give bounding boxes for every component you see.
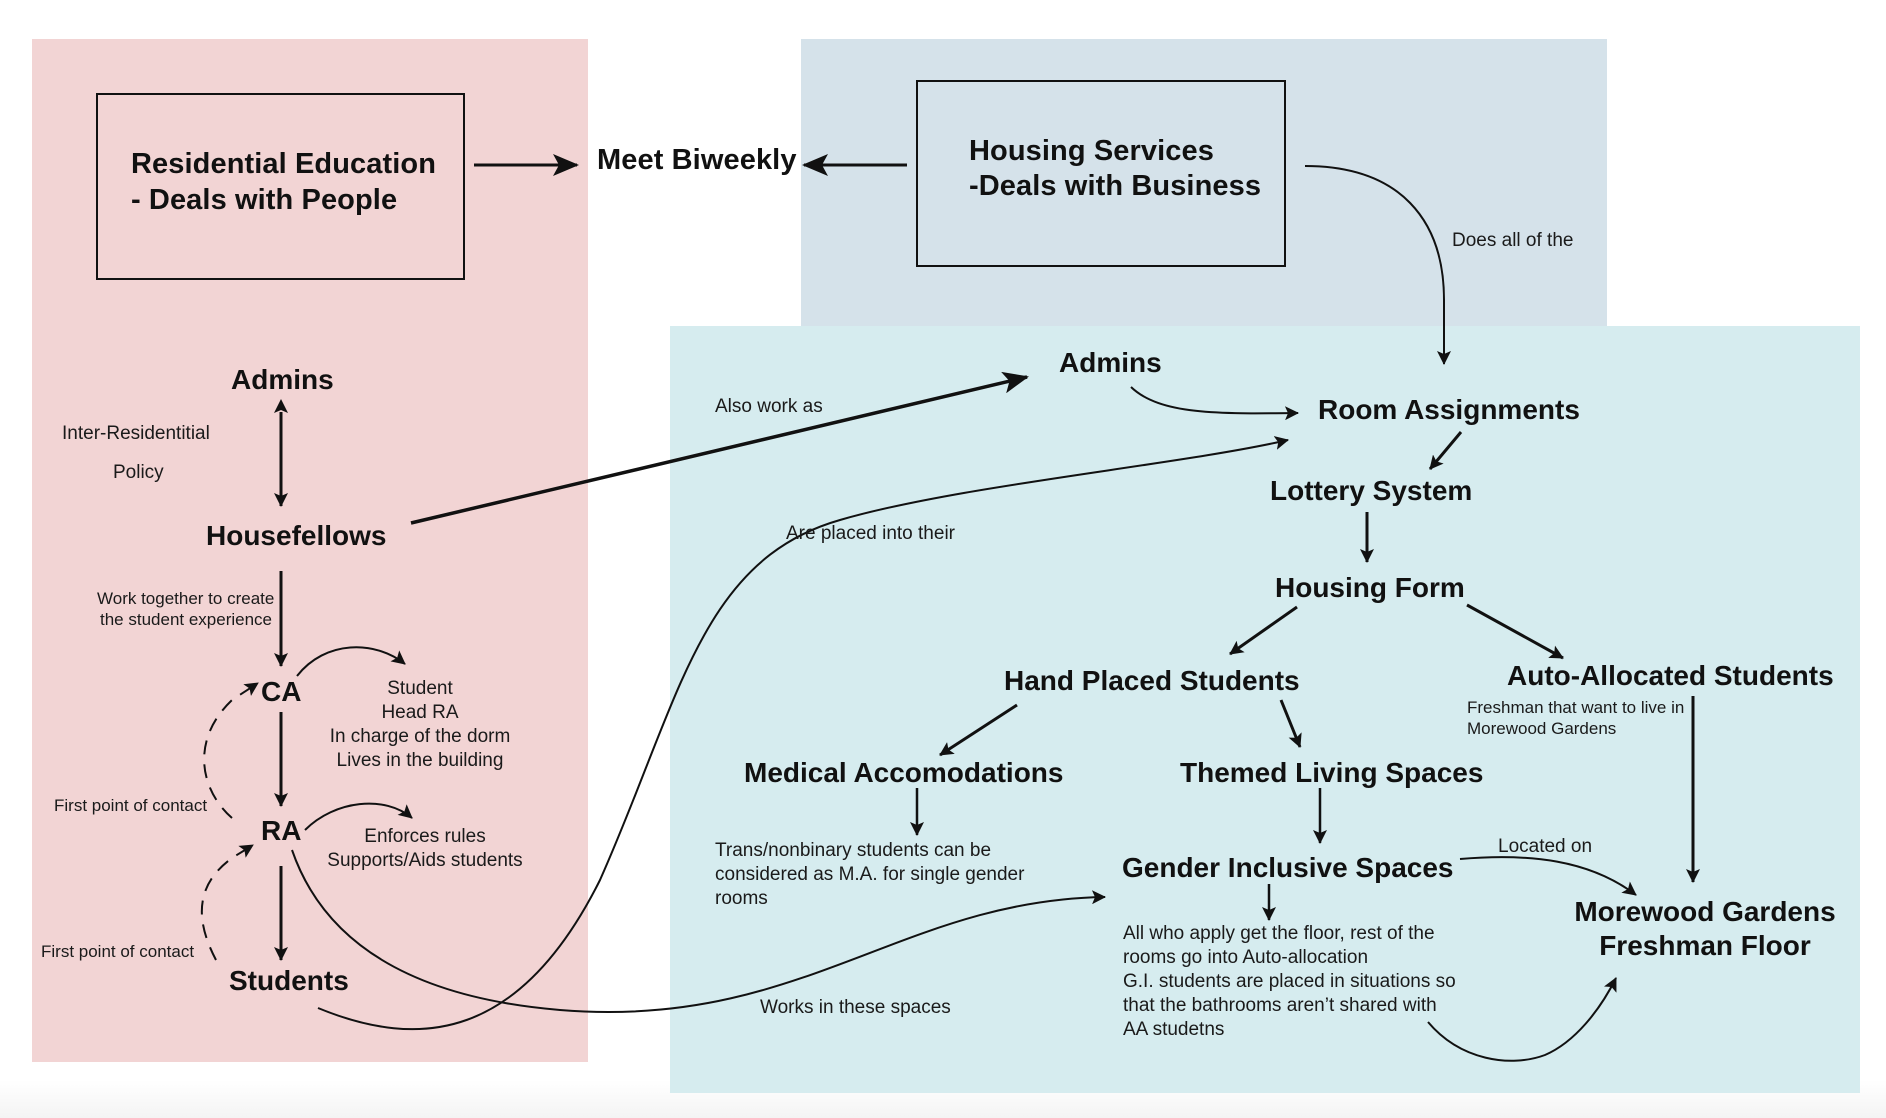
- housing-services-panel: [801, 39, 1607, 326]
- lottery-system-node: Lottery System: [1270, 475, 1473, 506]
- ca-desc-line: In charge of the dorm: [329, 726, 511, 747]
- morewood-line1: Morewood Gardens: [1574, 896, 1836, 927]
- medical-description: Trans/nonbinary students can be consider…: [715, 839, 1024, 911]
- residential-life-panel: [32, 39, 588, 1062]
- arrow-gender-inclusive-to-morewood: [1459, 856, 1637, 896]
- hand-placed-students-node: Hand Placed Students: [1004, 665, 1300, 696]
- housing-services-title: Housing Services: [969, 135, 1214, 167]
- medical-accommodations-node: Medical Accomodations: [744, 757, 1064, 788]
- first-contact-label-1: First point of contact: [54, 796, 208, 815]
- gi-desc-line: All who apply get the floor, rest of the: [1123, 923, 1435, 944]
- ca-desc-line: Lives in the building: [336, 750, 504, 771]
- gi-desc-line: G.I. students are placed in situations s…: [1123, 971, 1456, 992]
- policy-label-line2: Policy: [113, 462, 164, 483]
- housing-services-box: [916, 80, 1286, 267]
- housing-services-subtitle: -Deals with Business: [969, 170, 1262, 202]
- gender-inclusive-spaces-node: Gender Inclusive Spaces: [1122, 852, 1454, 883]
- right-admins-node: Admins: [1059, 347, 1162, 378]
- gender-inclusive-description: All who apply get the floor, rest of the…: [1123, 922, 1456, 1042]
- works-in-label: Works in these spaces: [760, 997, 951, 1018]
- ca-node: CA: [261, 676, 302, 707]
- ra-desc-line: Supports/Aids students: [327, 850, 523, 871]
- arrow-students-to-room-assignments: [317, 436, 1289, 1031]
- medical-desc-line: considered as M.A. for single gender: [715, 864, 1025, 885]
- ra-description: Enforces rules Supports/Aids students: [315, 825, 535, 873]
- students-node: Students: [229, 965, 349, 996]
- medical-desc-line: Trans/nonbinary students can be: [715, 840, 992, 861]
- also-work-as-label: Also work as: [715, 396, 823, 417]
- arrow-admins-to-room-assignments: [1130, 386, 1299, 421]
- arrow-housing-to-room-assignments: [1304, 165, 1451, 365]
- work-together-label-line1: Work together to create: [97, 589, 275, 608]
- arrow-form-to-hand-placed: [1229, 605, 1298, 656]
- work-together-label-line2: the student experience: [100, 610, 273, 629]
- first-contact-label-2: First point of contact: [41, 942, 195, 961]
- arrow-hand-placed-to-medical: [939, 703, 1018, 757]
- does-all-label: Does all of the: [1452, 230, 1574, 251]
- ca-desc-line: Student: [387, 678, 453, 699]
- ca-desc-line: Head RA: [381, 702, 459, 723]
- policy-label-line1: Inter-Residentitial: [62, 423, 210, 444]
- arrow-ca-to-description: [296, 646, 406, 677]
- ra-desc-line: Enforces rules: [364, 826, 486, 847]
- dashed-arrow-ra-to-ca: [203, 682, 259, 819]
- residential-education-title: Residential Education: [131, 148, 437, 180]
- ca-description: Student Head RA In charge of the dorm Li…: [320, 677, 520, 773]
- morewood-gardens-node: Morewood Gardens Freshman Floor: [1570, 895, 1840, 963]
- gi-desc-line: AA studetns: [1123, 1019, 1225, 1040]
- gi-desc-line: that the bathrooms aren’t shared with: [1123, 995, 1437, 1016]
- gi-desc-line: rooms go into Auto-allocation: [1123, 947, 1369, 968]
- ra-node: RA: [261, 815, 302, 846]
- housefellows-node: Housefellows: [206, 520, 387, 551]
- left-admins-node: Admins: [231, 364, 334, 395]
- morewood-line2: Freshman Floor: [1599, 930, 1811, 961]
- arrow-gi-desc-to-morewood: [1427, 977, 1617, 1062]
- auto-allocated-students-node: Auto-Allocated Students: [1507, 660, 1834, 691]
- are-placed-label: Are placed into their: [786, 523, 955, 544]
- arrow-housefellows-to-admins: [410, 371, 1029, 525]
- auto-desc-line: Freshman that want to live in: [1467, 698, 1685, 717]
- residential-education-subtitle: - Deals with People: [131, 184, 398, 216]
- meet-biweekly-label: Meet Biweekly: [597, 144, 797, 176]
- auto-desc-line: Morewood Gardens: [1467, 719, 1617, 738]
- themed-living-spaces-node: Themed Living Spaces: [1180, 757, 1484, 788]
- arrow-form-to-auto-allocated: [1466, 603, 1564, 660]
- located-on-label: Located on: [1498, 836, 1593, 857]
- room-assignments-node: Room Assignments: [1318, 394, 1580, 425]
- medical-desc-line: rooms: [715, 888, 768, 909]
- room-assignment-process-panel: [670, 326, 1860, 1093]
- auto-allocated-description: Freshman that want to live in Morewood G…: [1467, 697, 1684, 739]
- dashed-arrow-students-to-ra: [200, 844, 254, 961]
- housing-form-node: Housing Form: [1275, 572, 1465, 603]
- arrow-hand-placed-to-themed: [1279, 699, 1302, 748]
- arrow-ra-to-description: [304, 802, 413, 831]
- arrow-ra-to-gender-inclusive: [291, 849, 1106, 1014]
- residential-education-box: [96, 93, 465, 280]
- arrow-room-to-lottery: [1428, 431, 1463, 470]
